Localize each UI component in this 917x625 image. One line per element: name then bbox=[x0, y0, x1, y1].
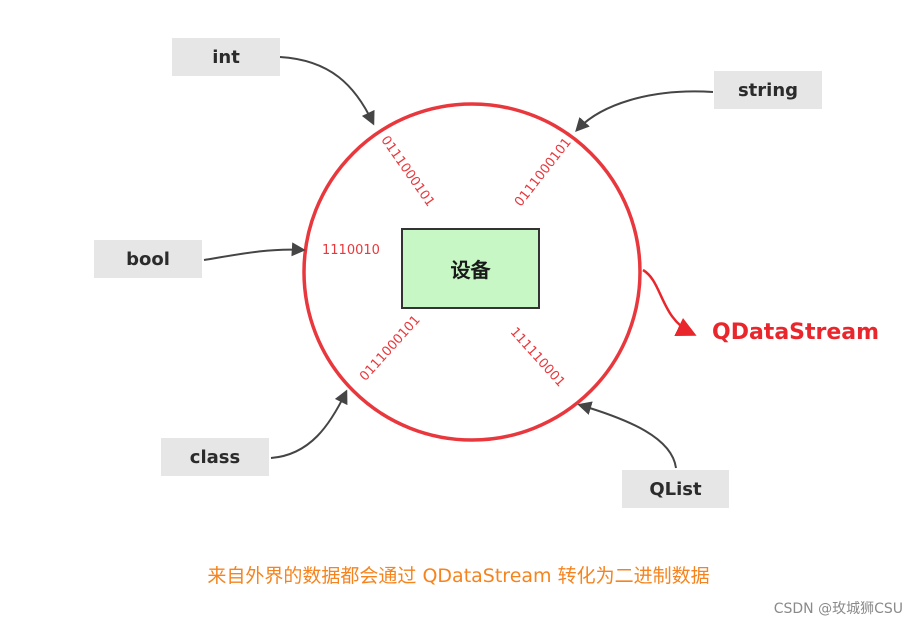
input-box-class: class bbox=[161, 438, 269, 476]
input-label-qlist: QList bbox=[649, 478, 702, 500]
input-box-qlist: QList bbox=[622, 470, 729, 508]
arrow-class bbox=[270, 389, 348, 459]
arrow-string bbox=[575, 90, 714, 133]
binary-left: 1110010 bbox=[322, 243, 380, 258]
input-box-int: int bbox=[172, 38, 280, 76]
diagram-caption: 来自外界的数据都会通过 QDataStream 转化为二进制数据 bbox=[207, 565, 710, 587]
input-label-bool: bool bbox=[126, 248, 170, 270]
input-label-int: int bbox=[212, 46, 240, 68]
arrow-qdatastream bbox=[642, 268, 697, 337]
input-label-string: string bbox=[737, 79, 799, 101]
arrow-int bbox=[279, 56, 375, 126]
device-label: 设备 bbox=[450, 258, 491, 282]
input-box-string: string bbox=[714, 71, 822, 109]
qdatastream-label: QDataStream bbox=[712, 320, 880, 345]
device-circle bbox=[302, 102, 642, 442]
input-label-class: class bbox=[189, 446, 241, 468]
arrow-bool bbox=[203, 242, 306, 261]
input-box-bool: bool bbox=[94, 240, 202, 278]
csdn-watermark: CSDN @玫城狮CSU bbox=[773, 601, 903, 617]
arrow-qlist bbox=[577, 401, 677, 469]
device-box: 设备 bbox=[401, 228, 540, 309]
